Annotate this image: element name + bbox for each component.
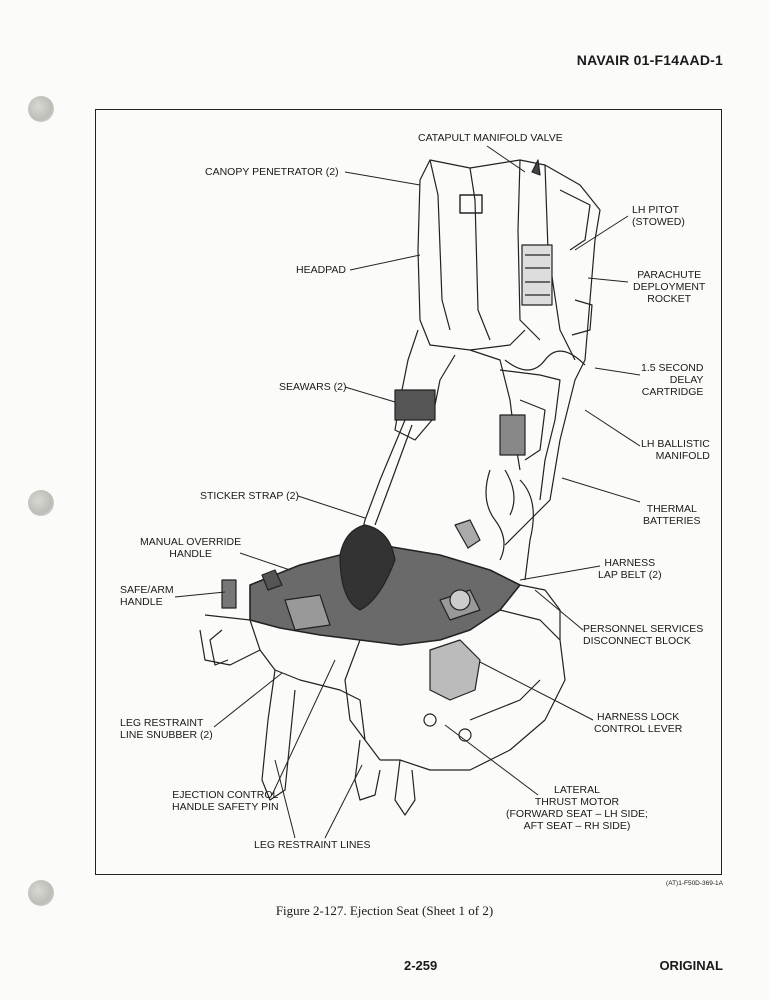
document-id: NAVAIR 01-F14AAD-1 xyxy=(576,52,723,68)
label-personnel-services-disconnect-block: PERSONNEL SERVICES DISCONNECT BLOCK xyxy=(583,623,704,647)
label-parachute-deployment-rocket: PARACHUTE DEPLOYMENT ROCKET xyxy=(633,269,706,305)
label-canopy-penetrator: CANOPY PENETRATOR (2) xyxy=(205,166,339,178)
label-delay-cartridge: 1.5 SECOND DELAY CARTRIDGE xyxy=(641,362,704,398)
label-leg-restraint-lines: LEG RESTRAINT LINES xyxy=(254,839,371,851)
binder-hole xyxy=(28,96,54,122)
binder-hole xyxy=(28,490,54,516)
label-safe-arm-handle: SAFE/ARM HANDLE xyxy=(120,584,174,608)
label-leg-restraint-line-snubber: LEG RESTRAINT LINE SNUBBER (2) xyxy=(120,717,213,741)
label-lateral-thrust-motor: LATERAL THRUST MOTOR (FORWARD SEAT – LH … xyxy=(506,784,648,832)
label-headpad: HEADPAD xyxy=(296,264,346,276)
label-thermal-batteries: THERMAL BATTERIES xyxy=(643,503,701,527)
page-status: ORIGINAL xyxy=(659,958,723,973)
label-ejection-control-handle-safety-pin: EJECTION CONTROL HANDLE SAFETY PIN xyxy=(172,789,279,813)
label-sticker-strap: STICKER STRAP (2) xyxy=(200,490,299,502)
label-harness-lap-belt: HARNESS LAP BELT (2) xyxy=(598,557,662,581)
label-lh-ballistic-manifold: LH BALLISTIC MANIFOLD xyxy=(641,438,710,462)
page-number: 2-259 xyxy=(404,958,438,973)
figure-caption: Figure 2-127. Ejection Seat (Sheet 1 of … xyxy=(275,903,494,918)
label-lh-pitot: LH PITOT (STOWED) xyxy=(632,204,685,228)
figure-frame xyxy=(95,109,722,875)
label-catapult-manifold-valve: CATAPULT MANIFOLD VALVE xyxy=(418,132,563,144)
label-harness-lock-control-lever: HARNESS LOCK CONTROL LEVER xyxy=(594,711,683,735)
figure-reference-code: (AT)1-F50D-369-1A xyxy=(666,880,723,887)
label-seawars: SEAWARS (2) xyxy=(279,381,347,393)
label-manual-override-handle: MANUAL OVERRIDE HANDLE xyxy=(140,536,242,560)
binder-hole xyxy=(28,880,54,906)
